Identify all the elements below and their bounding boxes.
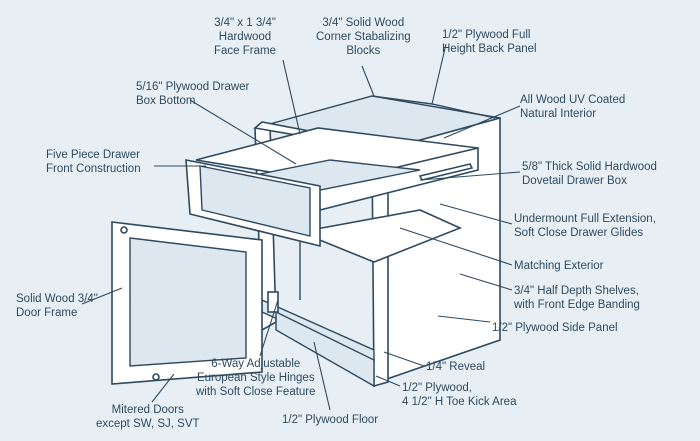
leader-face-frame	[282, 59, 301, 135]
label-glides: Undermount Full Extension, Soft Close Dr…	[514, 213, 656, 239]
toe-kick	[275, 310, 375, 388]
label-drawer-front: Five Piece Drawer Front Construction	[46, 149, 141, 175]
half-depth-shelf	[297, 209, 463, 263]
label-interior: All Wood UV Coated Natural Interior	[520, 94, 626, 120]
label-reveal: 1/4" Reveal	[426, 361, 486, 373]
label-side-panel: 1/2" Plywood Side Panel	[492, 322, 618, 334]
hinge	[267, 291, 279, 313]
label-door-frame: Solid Wood 3/4" Door Frame	[16, 293, 98, 319]
leader-exterior	[399, 227, 513, 266]
leader-interior	[443, 105, 521, 139]
leader-drawer-bottom	[189, 99, 297, 165]
leader-door-frame	[81, 287, 123, 305]
leader-floor	[313, 341, 331, 411]
door-inner-panel	[129, 237, 247, 367]
leader-hinges	[259, 299, 279, 357]
door-screw-top	[120, 226, 128, 234]
leader-toe-kick	[375, 375, 401, 387]
leader-side-panel	[437, 315, 491, 323]
label-face-frame: 3/4" x 1 3/4" Hardwood Face Frame	[214, 17, 276, 57]
leader-reveal	[383, 351, 425, 367]
leader-back-panel	[431, 43, 447, 105]
label-back-panel: 1/2" Plywood Full Height Back Panel	[442, 29, 537, 55]
label-shelves: 3/4" Half Depth Shelves, with Front Edge…	[514, 285, 640, 311]
leader-dovetail-box	[419, 171, 521, 181]
label-corner-blocks: 3/4" Solid Wood Corner Stabalizing Block…	[316, 17, 411, 57]
leader-corner-blocks	[361, 65, 375, 97]
label-exterior: Matching Exterior	[514, 260, 604, 272]
label-hinges: 6-Way Adjustable European Style Hinges w…	[196, 358, 316, 398]
label-toe-kick: 1/2" Plywood, 4 1/2" H Toe Kick Area	[402, 382, 517, 408]
back-panel	[371, 95, 496, 119]
drawer-glide	[418, 163, 474, 181]
label-mitered-doors: Mitered Doors except SW, SJ, SVT	[96, 404, 200, 430]
leader-glides	[439, 203, 513, 225]
door-screw-bottom	[152, 373, 160, 381]
leader-lines	[81, 43, 521, 411]
drawer-front-inner-panel	[199, 165, 311, 237]
label-floor: 1/2" Plywood Floor	[282, 414, 379, 426]
label-dovetail-box: 5/8" Thick Solid Hardwood Dovetail Drawe…	[522, 161, 657, 187]
label-drawer-bottom: 5/16" Plywood Drawer Box Bottom	[136, 81, 250, 107]
leader-shelves	[459, 273, 513, 291]
leader-mitered-doors	[151, 373, 175, 403]
